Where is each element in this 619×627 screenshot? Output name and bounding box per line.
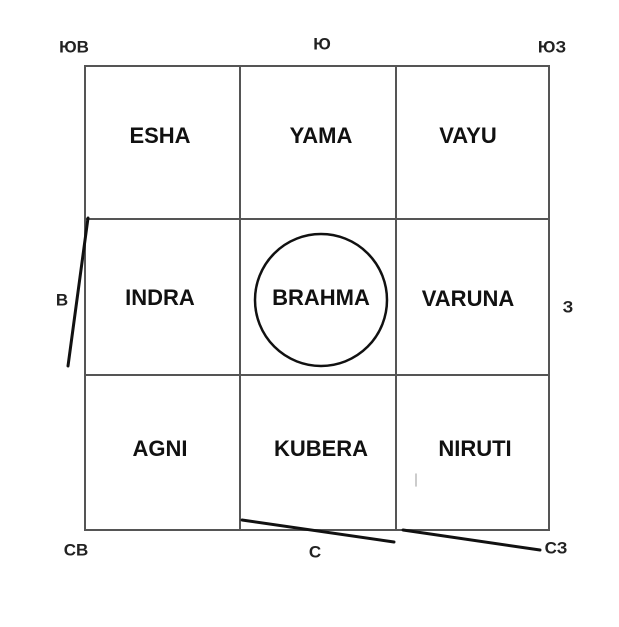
stroke-marks [66, 216, 542, 552]
cell-esha: ESHA [129, 123, 190, 148]
direction-east: В [56, 290, 68, 309]
cell-vayu: VAYU [439, 123, 496, 148]
north-stroke-line [240, 518, 396, 544]
direction-northeast: СВ [64, 540, 89, 559]
cell-niruti: NIRUTI [438, 436, 511, 461]
direction-southeast: ЮВ [59, 37, 89, 56]
direction-west: З [563, 297, 574, 316]
direction-north: С [309, 542, 321, 561]
direction-southwest: ЮЗ [538, 37, 566, 56]
cell-labels: ESHA YAMA VAYU INDRA BRAHMA VARUNA AGNI … [125, 123, 514, 461]
direction-south: Ю [313, 34, 331, 53]
cell-agni: AGNI [133, 436, 188, 461]
cell-yama: YAMA [290, 123, 353, 148]
cell-kubera: KUBERA [274, 436, 368, 461]
direction-northwest: СЗ [545, 538, 568, 557]
northwest-stroke-line [401, 528, 542, 552]
cell-varuna: VARUNA [422, 286, 515, 311]
cell-indra: INDRA [125, 285, 195, 310]
center-circle [253, 232, 389, 368]
direction-labels: ЮВ Ю ЮЗ В З СВ С СЗ [56, 34, 573, 561]
cell-brahma: BRAHMA [272, 285, 370, 310]
east-stroke-line [66, 216, 90, 368]
